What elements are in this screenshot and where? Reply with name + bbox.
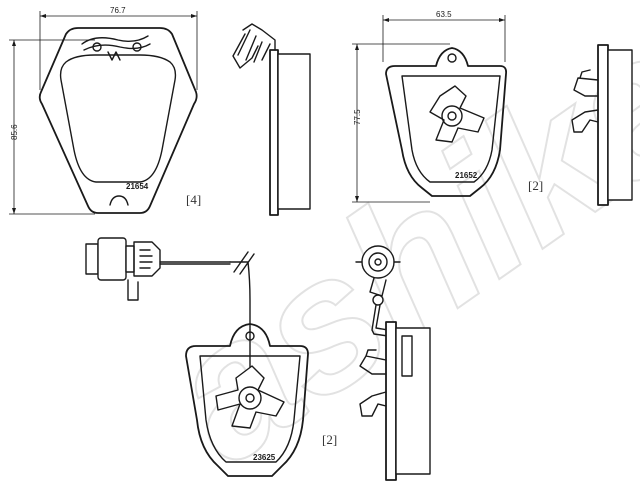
wear-indicator-slot (401, 335, 413, 377)
connector-plug-end (85, 243, 99, 275)
side-spring-clip (571, 69, 599, 133)
sensor-head (361, 245, 395, 279)
backing-plate-outline (38, 27, 198, 214)
connector-collar (125, 245, 135, 273)
pad-front-view-top-right: 63.5 77.5 21652 (352, 10, 508, 203)
part-number-label: 23625 (253, 453, 276, 462)
friction-pad-outline (199, 355, 301, 463)
friction-pad-outline (401, 75, 501, 183)
backing-plate-outline (385, 47, 508, 197)
quantity-label-bottom: [2] (322, 432, 337, 447)
connector-housing (97, 237, 127, 281)
pad-side-view-top-left (232, 23, 311, 216)
height-dimension-label: 85.6 (10, 124, 19, 140)
side-backing-plate (269, 49, 279, 216)
connector-clip (133, 241, 161, 277)
width-dimension-top-right: 63.5 (382, 10, 506, 62)
friction-pad-outline (59, 54, 177, 183)
height-dimension-top-right: 77.5 (352, 43, 450, 203)
wire-break-mark (229, 251, 255, 331)
side-backing-plate (385, 321, 397, 481)
pad-side-view-top-right (571, 44, 633, 206)
side-spring-clip (232, 23, 276, 69)
connector-tab (127, 279, 139, 301)
width-dimension-label: 76.7 (110, 6, 126, 15)
width-dimension-label: 63.5 (436, 10, 452, 19)
wear-sensor-connector (85, 237, 231, 301)
width-dimension-top-left: 76.7 (39, 6, 198, 90)
height-dimension-top-left: 85.6 (9, 39, 95, 215)
pad-front-view-top-left: 76.7 85.6 21654 (9, 6, 198, 215)
side-spring-clip (359, 349, 387, 417)
mounting-hole (447, 53, 457, 63)
sensor-plate (215, 365, 285, 429)
bottom-notch (109, 195, 129, 206)
sensor-cable (371, 304, 389, 337)
side-friction-material (607, 49, 633, 201)
part-number-label: 21652 (455, 171, 478, 180)
side-friction-material (277, 53, 311, 210)
sensor-plate (429, 85, 485, 143)
pad-side-view-bottom (355, 245, 431, 481)
height-dimension-label: 77.5 (353, 109, 362, 125)
part-number-label: 21654 (126, 182, 149, 191)
quantity-label-top-right: [2] (528, 178, 543, 193)
side-backing-plate (597, 44, 609, 206)
retaining-spring (81, 35, 151, 61)
side-friction-material (395, 327, 431, 475)
backing-plate-outline (185, 323, 309, 477)
quantity-label-top-left: [4] (186, 192, 201, 207)
sensor-neck (369, 277, 387, 297)
pad-front-view-bottom: 23625 (185, 323, 309, 477)
